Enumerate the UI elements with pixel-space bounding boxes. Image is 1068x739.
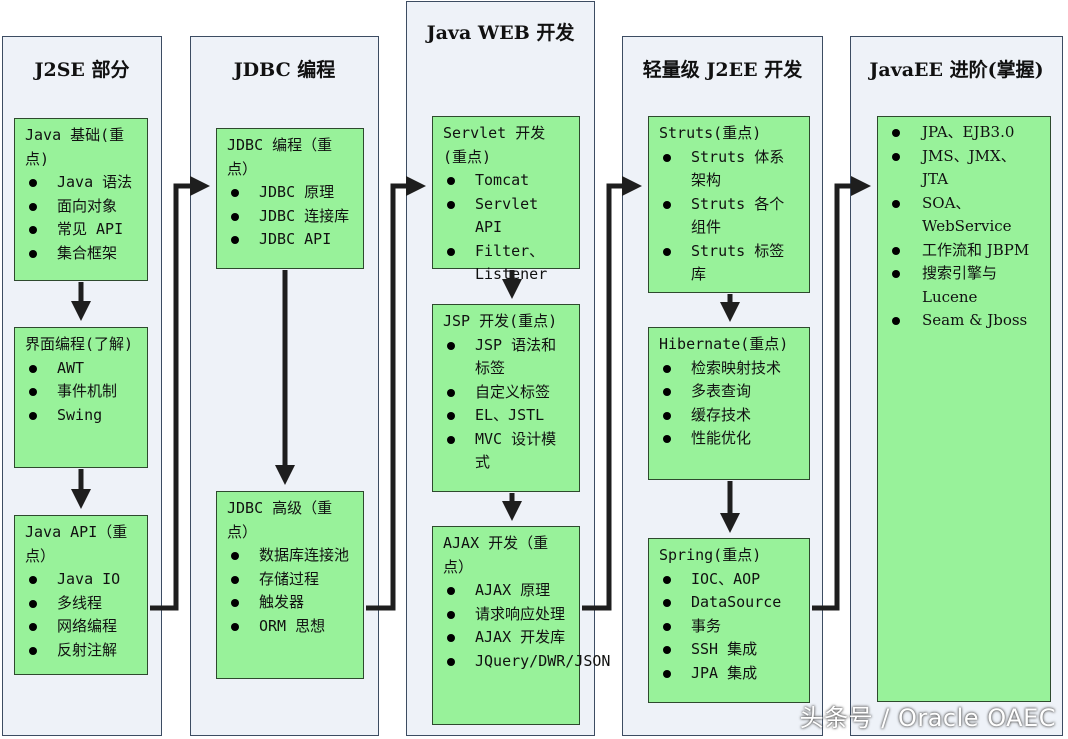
list-item: Servlet API (443, 193, 569, 240)
column-title: JavaEE 进阶(掌握) (869, 59, 1044, 81)
box-gui-programming: 界面编程(了解) AWT 事件机制 Swing (14, 327, 148, 468)
list-item: 面向对象 (25, 195, 137, 219)
list-item: JSP 语法和标签 (443, 334, 569, 381)
list-item: 数据库连接池 (227, 544, 353, 568)
box-title: Struts(重点) (659, 124, 762, 142)
list-item: Seam & Jboss (888, 309, 1040, 333)
list-item: 搜索引擎与 Lucene (888, 262, 1040, 309)
list-item: AJAX 开发库 (443, 626, 569, 650)
topic-list: Tomcat Servlet API Filter、Listener (443, 169, 569, 287)
arrow-j2se-to-jdbc (150, 176, 211, 611)
list-item: 网络编程 (25, 615, 137, 639)
box-title: Java 基础(重点) (25, 126, 125, 168)
topic-list: AJAX 原理 请求响应处理 AJAX 开发库 JQuery/DWR/JSON (443, 579, 610, 674)
column-title: J2SE 部分 (34, 59, 130, 81)
arrow-jdbc-to-web (366, 176, 427, 611)
topic-list: 检索映射技术 多表查询 缓存技术 性能优化 (659, 357, 799, 451)
box-java-basics: Java 基础(重点) Java 语法 面向对象 常见 API 集合框架 (14, 118, 148, 281)
column-title: JDBC 编程 (233, 59, 336, 81)
box-java-api: Java API（重点） Java IO 多线程 网络编程 反射注解 (14, 515, 148, 675)
topic-list: AWT 事件机制 Swing (25, 357, 137, 428)
column-title: 轻量级 J2EE 开发 (642, 59, 803, 81)
list-item: JDBC 原理 (227, 181, 353, 205)
list-item: 性能优化 (659, 427, 799, 451)
list-item: Struts 各个组件 (659, 193, 799, 240)
list-item: AJAX 原理 (443, 579, 569, 603)
list-item: MVC 设计模式 (443, 428, 569, 475)
watermark: 头条号 / Oracle OAEC (799, 704, 1056, 732)
box-title: 界面编程(了解) (25, 335, 134, 353)
list-item: JPA、EJB3.0 (888, 121, 1040, 145)
topic-list: IOC、AOP DataSource 事务 SSH 集成 JPA 集成 (659, 568, 799, 686)
list-item: SOA、WebService (888, 192, 1040, 239)
list-item: JPA 集成 (659, 662, 799, 686)
list-item: Swing (25, 404, 137, 428)
box-jdbc-programming: JDBC 编程（重点） JDBC 原理 JDBC 连接库 JDBC API (216, 128, 364, 269)
list-item: 触发器 (227, 591, 353, 615)
topic-list: JPA、EJB3.0 JMS、JMX、JTA SOA、WebService 工作… (888, 121, 1040, 333)
list-item: Tomcat (443, 169, 569, 193)
list-item: 多线程 (25, 592, 137, 616)
box-title: Java API（重点） (25, 523, 128, 565)
list-item: JMS、JMX、JTA (888, 145, 1040, 192)
list-item: Java IO (25, 568, 137, 592)
topic-list: 数据库连接池 存储过程 触发器 ORM 思想 (227, 544, 353, 638)
box-servlet: Servlet 开发(重点) Tomcat Servlet API Filter… (432, 116, 580, 283)
list-item: JQuery/DWR/JSON (443, 650, 610, 674)
list-item: 缓存技术 (659, 404, 799, 428)
column-title: Java WEB 开发 (426, 22, 575, 44)
box-title: Servlet 开发(重点) (443, 124, 546, 166)
box-jdbc-advanced: JDBC 高级（重点） 数据库连接池 存储过程 触发器 ORM 思想 (216, 491, 364, 679)
list-item: 工作流和 JBPM (888, 239, 1040, 263)
box-javaee-advanced: JPA、EJB3.0 JMS、JMX、JTA SOA、WebService 工作… (877, 116, 1051, 702)
list-item: ORM 思想 (227, 615, 353, 639)
box-struts: Struts(重点) Struts 体系架构 Struts 各个组件 Strut… (648, 116, 810, 293)
topic-list: Java IO 多线程 网络编程 反射注解 (25, 568, 137, 662)
list-item: Java 语法 (25, 171, 137, 195)
arrow-web-to-j2ee (582, 176, 643, 611)
list-item: 集合框架 (25, 242, 137, 266)
topic-list: Java 语法 面向对象 常见 API 集合框架 (25, 171, 137, 265)
box-spring: Spring(重点) IOC、AOP DataSource 事务 SSH 集成 … (648, 538, 810, 703)
box-title: JDBC 编程（重点） (227, 136, 333, 178)
arrow-j2ee-to-javaee (812, 176, 872, 611)
list-item: Struts 体系架构 (659, 146, 799, 193)
topic-list: JDBC 原理 JDBC 连接库 JDBC API (227, 181, 353, 252)
list-item: IOC、AOP (659, 568, 799, 592)
list-item: 检索映射技术 (659, 357, 799, 381)
box-jsp: JSP 开发(重点) JSP 语法和标签 自定义标签 EL、JSTL MVC 设… (432, 304, 580, 492)
list-item: EL、JSTL (443, 404, 569, 428)
list-item: 事务 (659, 615, 799, 639)
list-item: JDBC API (227, 228, 353, 252)
list-item: 常见 API (25, 218, 137, 242)
box-title: JDBC 高级（重点） (227, 499, 333, 541)
box-ajax: AJAX 开发（重点） AJAX 原理 请求响应处理 AJAX 开发库 JQue… (432, 526, 610, 725)
list-item: Struts 标签库 (659, 240, 799, 287)
box-title: Hibernate(重点) (659, 335, 789, 353)
list-item: 请求响应处理 (443, 603, 569, 627)
box-hibernate: Hibernate(重点) 检索映射技术 多表查询 缓存技术 性能优化 (648, 327, 810, 480)
list-item: 事件机制 (25, 380, 137, 404)
topic-list: Struts 体系架构 Struts 各个组件 Struts 标签库 (659, 146, 799, 287)
list-item: SSH 集成 (659, 638, 799, 662)
list-item: 反射注解 (25, 639, 137, 663)
list-item: AWT (25, 357, 137, 381)
box-title: Spring(重点) (659, 546, 762, 564)
box-title: AJAX 开发（重点） (443, 534, 549, 576)
list-item: JDBC 连接库 (227, 205, 353, 229)
topic-list: JSP 语法和标签 自定义标签 EL、JSTL MVC 设计模式 (443, 334, 569, 475)
list-item: 多表查询 (659, 380, 799, 404)
list-item: 存储过程 (227, 568, 353, 592)
list-item: DataSource (659, 591, 799, 615)
box-title: JSP 开发(重点) (443, 312, 558, 330)
list-item: 自定义标签 (443, 381, 569, 405)
